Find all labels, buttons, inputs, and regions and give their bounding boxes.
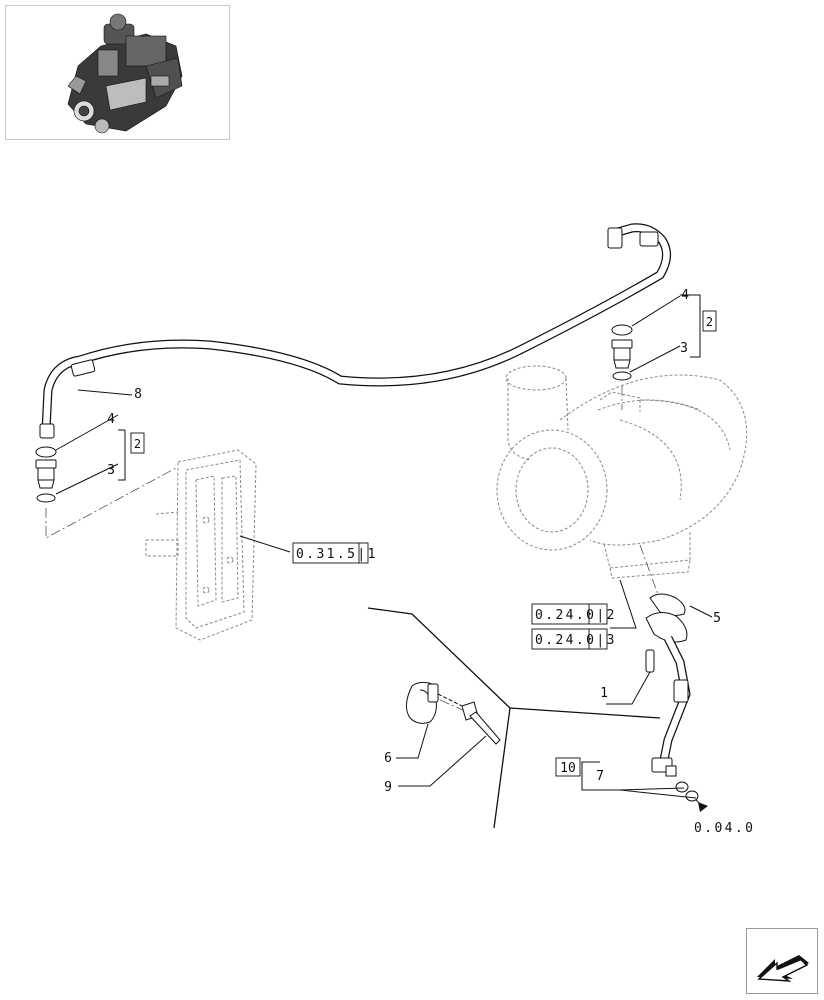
engine-block-phantom bbox=[145, 449, 257, 641]
ref-turbo-b-label: 0.24.0|3 bbox=[535, 633, 617, 648]
left-fitting-group bbox=[35, 446, 57, 503]
kit-box-left: 2 bbox=[130, 432, 145, 454]
callout-10: 10 bbox=[560, 761, 576, 776]
oil-feed-pipe bbox=[39, 223, 671, 439]
callout-1: 1 bbox=[600, 686, 608, 701]
overlay-lines bbox=[367, 607, 661, 829]
arrow-left-nav-icon bbox=[757, 955, 809, 982]
upper-fitting-group bbox=[611, 324, 633, 381]
callout-4-upper: 4 bbox=[681, 288, 689, 303]
ref-return-line[interactable]: 0.04.0 bbox=[694, 821, 755, 836]
leader-lines bbox=[55, 294, 713, 807]
clamp-and-screw bbox=[406, 681, 501, 745]
ref-return-line-label: 0.04.0 bbox=[694, 821, 755, 836]
ref-turbo-a[interactable]: 0.24.0|2 bbox=[531, 603, 617, 625]
callout-numbers: 1 3 3 4 4 5 6 7 8 9 bbox=[107, 288, 721, 795]
return-direction-arrow bbox=[698, 802, 708, 812]
callout-7: 7 bbox=[596, 769, 604, 784]
ref-turbo-a-label: 0.24.0|2 bbox=[535, 608, 617, 623]
engine-thumbnail-icon bbox=[67, 13, 183, 134]
callout-3-left: 3 bbox=[107, 463, 115, 478]
kit-label-upper: 2 bbox=[706, 315, 713, 329]
ref-engine-block[interactable]: 0.31.5|1 bbox=[292, 542, 378, 564]
engine-thumbnail[interactable] bbox=[5, 5, 230, 140]
turbocharger-phantom bbox=[496, 365, 748, 579]
oil-return-pipe bbox=[645, 593, 699, 802]
callout-8: 8 bbox=[134, 387, 142, 402]
callout-5: 5 bbox=[713, 611, 721, 626]
previous-page-button[interactable] bbox=[746, 928, 818, 994]
callout-6: 6 bbox=[384, 751, 392, 766]
ref-engine-block-label: 0.31.5|1 bbox=[296, 547, 378, 562]
callout-10-box[interactable]: 10 bbox=[555, 757, 581, 777]
kit-box-upper: 2 bbox=[702, 310, 717, 332]
centerlines bbox=[45, 386, 661, 715]
callout-9: 9 bbox=[384, 780, 392, 795]
ref-turbo-b[interactable]: 0.24.0|3 bbox=[531, 628, 617, 650]
callout-4-left: 4 bbox=[107, 412, 115, 427]
callout-3-upper: 3 bbox=[680, 341, 688, 356]
kit-label-left: 2 bbox=[134, 437, 141, 451]
